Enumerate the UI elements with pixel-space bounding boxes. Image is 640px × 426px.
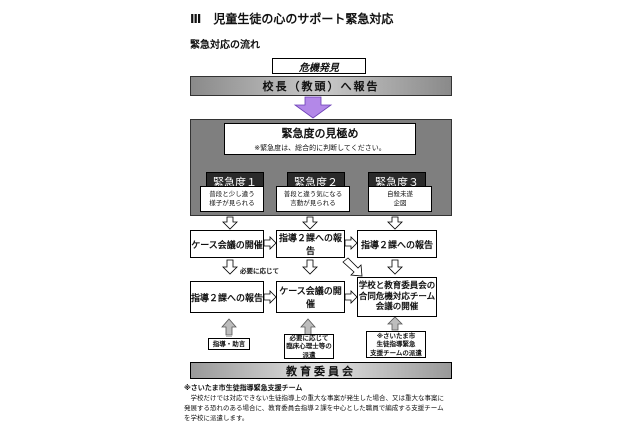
guidance-advice-label: 指導・助言 (212, 339, 246, 348)
case-meeting-box-1: ケース会議の開催 (190, 230, 264, 258)
joint-crisis-team-box: 学校と教育委員会の 合同危機対応チーム 会議の開催 (357, 277, 437, 317)
emergency-team-line1: ※さいたま市 (376, 332, 416, 341)
level1-box: 普段と少し違う 様子が見られる (200, 186, 264, 212)
crisis-discovery-box: 危機発見 (272, 58, 366, 74)
report-division2-label-2: 指導２課への報告 (360, 240, 433, 251)
arrow-row1-right-a (263, 236, 277, 250)
arrow-up-left (221, 318, 237, 336)
arrow-row2-right-a (263, 290, 277, 304)
level3-box: 自殺未遂 企図 (368, 186, 432, 212)
arrow-report-to-joint (387, 259, 403, 275)
level2-line1: 普段と違う気になる (283, 190, 343, 199)
report-division2-box-1: 指導２課への報告 (276, 230, 345, 258)
level3-line1: 自殺未遂 (387, 190, 413, 199)
level3-line2: 企図 (393, 199, 407, 207)
arrow-level1-down (222, 216, 238, 230)
case-meeting-label-2: ケース会議の開催 (279, 287, 342, 310)
level2-line2: 言動が見られる (290, 199, 336, 207)
assessment-note: ※緊急度は、総合的に判断してください。 (254, 144, 386, 152)
arrow-up-mid (300, 318, 316, 336)
guidance-advice-box: 指導・助言 (208, 338, 250, 350)
as-needed-label: 必要に応じて (240, 267, 279, 275)
arrow-report-to-case (302, 259, 318, 275)
crisis-discovery-label: 危機発見 (299, 62, 339, 74)
arrow-case-to-report (222, 259, 238, 275)
emergency-team-dispatch-box: ※さいたま市 生徒指導緊急 支援チームの派遣 (366, 331, 426, 358)
report-principal-box: 校長（教頭）へ報告 (190, 76, 452, 96)
report-principal-label: 校長（教頭）へ報告 (262, 80, 380, 93)
assessment-title: 緊急度の見極め (281, 127, 359, 140)
purple-down-arrow (293, 96, 333, 119)
psychologist-dispatch-box: 必要に応じて 臨床心理士等の 派遣 (284, 334, 334, 359)
shaft-up-left (226, 335, 232, 337)
level1-line1: 普段と少し違う (209, 190, 255, 199)
emergency-team-line2: 生徒指導緊急 (376, 340, 416, 349)
joint-team-line1: 学校と教育委員会の (358, 281, 436, 292)
footnote-title: ※さいたま市生徒指導緊急支援チーム (184, 384, 303, 392)
section-subtitle: 緊急対応の流れ (190, 40, 260, 51)
psychologist-line1: 必要に応じて (289, 334, 329, 343)
psychologist-line2: 臨床心理士等の (286, 342, 332, 351)
psychologist-line3: 派遣 (302, 350, 316, 359)
arrow-up-right (387, 316, 403, 331)
report-division2-label-1: 指導２課への報告 (278, 234, 342, 257)
case-meeting-box-2: ケース会議の開催 (276, 281, 345, 313)
arrow-diagonal (342, 257, 363, 277)
joint-team-line3: 会議の開催 (375, 302, 419, 313)
page-title: Ⅲ 児童生徒の心のサポート緊急対応 (190, 12, 394, 26)
footnote-body: 学校だけでは対応できない生徒指導上の重大な事案が発生した場合、又は重大な事案に発… (184, 394, 444, 422)
case-meeting-label-1: ケース会議の開催 (191, 240, 263, 251)
board-of-education-label: 教育委員会 (286, 364, 356, 378)
report-division2-label-3: 指導２課への報告 (191, 293, 264, 304)
level2-box: 普段と違う気になる 言動が見られる (276, 186, 350, 212)
arrow-level2-down (302, 216, 318, 230)
arrow-level3-down (387, 216, 403, 230)
report-division2-box-2: 指導２課への報告 (357, 230, 437, 258)
assessment-box: 緊急度の見極め ※緊急度は、総合的に判断してください。 (224, 123, 416, 155)
report-division2-box-3: 指導２課への報告 (190, 281, 264, 313)
level1-line2: 様子が見られる (209, 199, 255, 207)
arrow-row2-right-b (344, 290, 358, 304)
emergency-team-line3: 支援チームの派遣 (370, 348, 422, 357)
arrow-row1-right-b (344, 236, 358, 250)
board-of-education-box: 教育委員会 (190, 362, 452, 379)
joint-team-line2: 合同危機対応チーム (358, 291, 436, 302)
